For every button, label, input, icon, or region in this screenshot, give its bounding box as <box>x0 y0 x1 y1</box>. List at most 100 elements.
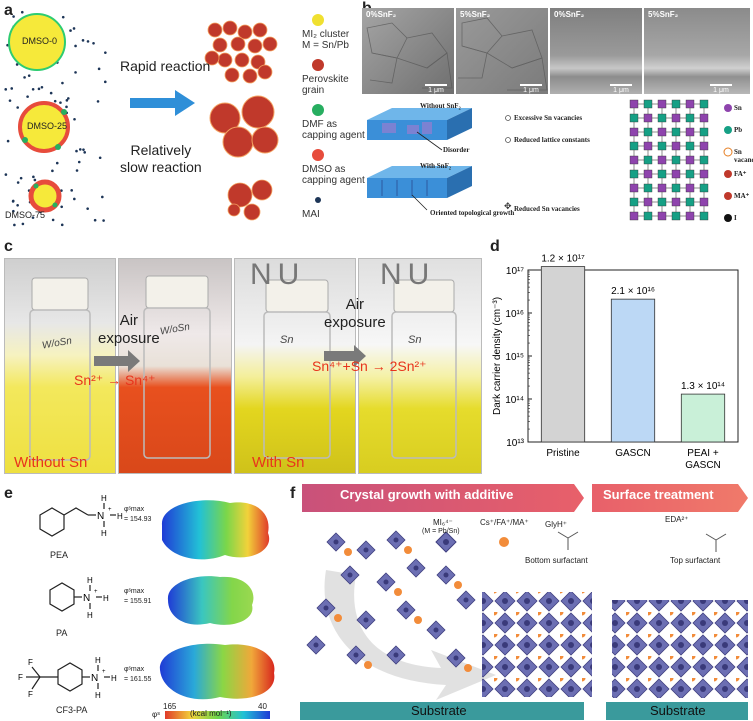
sem-image-top-5 <box>456 8 548 94</box>
label-oriented-growth: Oriented topological growth <box>430 209 515 217</box>
floating-octahedra <box>306 530 476 672</box>
svg-text:N: N <box>91 673 98 684</box>
label-without-snf2: Without SnF₂ <box>420 102 461 110</box>
svg-text:H: H <box>95 691 101 700</box>
reaction-arrow-icon <box>130 90 195 116</box>
note-excessive-vacancies: Excessive Sn vacancies <box>514 114 583 122</box>
svg-text:N: N <box>97 511 104 522</box>
x-tick-label-0: Pristine <box>546 448 580 459</box>
esp-map-pea <box>161 500 270 560</box>
perovskite-lattice-growth <box>482 592 592 697</box>
substrate-bar-1 <box>300 702 584 720</box>
reaction-reduction: Sn⁴⁺+Sn → 2Sn²⁺ <box>312 358 427 374</box>
perovskite-lattice-treated <box>612 600 748 698</box>
svg-text:H: H <box>117 512 123 521</box>
x-tick-label-1: GASCN <box>615 448 651 459</box>
sem-image-top-0 <box>362 8 454 94</box>
panel-label-a: a <box>4 2 13 19</box>
sem-label-2: 5%SnF₂ <box>460 10 491 19</box>
legend-item-b-5: I <box>734 214 737 222</box>
legend-item-a-4: MAI <box>302 209 320 220</box>
legend-item-b-2: Sn vacancy <box>734 148 753 164</box>
note-reduced-lattice: Reduced lattice constants <box>514 136 590 144</box>
legend-item-b-4: MA⁺ <box>734 192 750 200</box>
y-tick-label: 10¹⁷ <box>506 266 524 277</box>
eda-label: EDA²⁺ <box>665 515 689 524</box>
top-surfactant-label: Top surfactant <box>670 556 721 565</box>
y-axis-label: Dark carrier density (cm⁻³) <box>492 297 503 415</box>
bar-value-label-2: 1.3 × 10¹⁴ <box>681 381 725 392</box>
vial-writing-4: Sn <box>408 334 422 346</box>
scalebar-1: 1 μm <box>425 84 447 94</box>
panel-f-schematic <box>300 484 748 720</box>
glyh-label: GlyH⁺ <box>545 520 567 529</box>
cations-label: Cs⁺/FA⁺/MA⁺ <box>480 518 529 527</box>
esp-color-scale <box>165 711 270 719</box>
legend-item-a-0: MI₂ cluster M = Sn/Pb <box>302 29 350 51</box>
bar-value-label-1: 2.1 × 10¹⁶ <box>611 286 655 297</box>
scalebar-3: 1 μm <box>610 84 632 94</box>
substrate-bar-2 <box>606 702 748 720</box>
svg-text:F: F <box>18 673 23 682</box>
crystal-growth-label: Crystal growth with additive <box>340 487 514 502</box>
label-dmso-75: DMSO-75 <box>5 210 46 220</box>
label-with-snf2: With SnF₂ <box>420 162 451 170</box>
panel-label-e: e <box>4 485 13 502</box>
svg-text:+: + <box>108 507 112 513</box>
esp-max-cf3-pa: φˢmax = 161.55 <box>124 666 152 683</box>
legend-item-a-3: DMSO as capping agent <box>302 164 365 186</box>
panel-label-c: c <box>4 238 13 255</box>
svg-text:H: H <box>101 495 107 503</box>
substrate-label-2: Substrate <box>650 703 706 718</box>
svg-text:+: + <box>102 669 106 675</box>
esp-scale-min: 165 <box>163 702 177 711</box>
panel-a-schematic <box>4 10 324 227</box>
vial-writing-3: Sn <box>280 334 294 346</box>
background-lettering-2: NU <box>380 258 436 291</box>
rapid-reaction-label: Rapid reaction <box>120 58 211 74</box>
bar-1 <box>610 298 656 443</box>
octahedra-label: MI₆⁴⁻ <box>433 518 453 527</box>
panel-label-f: f <box>290 485 296 502</box>
drop-dmso-0 <box>8 13 66 71</box>
svg-text:✥: ✥ <box>504 201 512 211</box>
bar-0 <box>540 266 586 443</box>
surface-treatment-label: Surface treatment <box>603 487 714 502</box>
esp-max-pa: φˢmax = 155.91 <box>124 588 152 605</box>
octahedra-sublabel: (M = Pb/Sn) <box>422 528 460 535</box>
label-dmso-0: DMSO-0 <box>22 36 58 46</box>
legend-item-b-1: Pb <box>734 126 743 134</box>
esp-map-pa <box>167 576 254 625</box>
y-tick-label: 10¹⁶ <box>505 309 524 320</box>
label-dmso-25: DMSO-25 <box>27 121 68 131</box>
svg-text:H: H <box>87 611 93 620</box>
surface-treatment-arrow-icon <box>592 484 748 512</box>
legend-item-a-2: DMF as capping agent <box>302 119 365 141</box>
sem-label-1: 0%SnF₂ <box>366 10 397 19</box>
scalebar-2: 1 μm <box>520 84 542 94</box>
svg-text:H: H <box>95 656 101 665</box>
y-tick-label: 10¹⁴ <box>505 395 524 406</box>
x-tick-label-2: PEAI + <box>687 448 719 459</box>
substrate-label-1: Substrate <box>411 703 467 718</box>
svg-text:H: H <box>103 594 109 603</box>
molecule-name-pa: PA <box>56 628 68 638</box>
lattice-diagram <box>629 99 709 221</box>
svg-text:H: H <box>101 529 107 538</box>
svg-text:H: H <box>111 674 117 683</box>
sem-label-4: 5%SnF₂ <box>648 10 679 19</box>
drop-dmso-25 <box>18 101 70 153</box>
y-tick-label: 10¹³ <box>506 438 524 449</box>
crystal-growth-arrow-icon <box>302 484 584 512</box>
drop-dmso-75 <box>28 179 62 213</box>
mai-dots <box>4 10 107 227</box>
label-without-sn: Without Sn <box>14 454 88 471</box>
panel-b-schematic: ✥ <box>367 99 733 222</box>
growth-path-arrow-icon <box>324 570 496 700</box>
perovskite-grains <box>204 20 279 221</box>
sem-image-cross-0 <box>550 8 642 94</box>
